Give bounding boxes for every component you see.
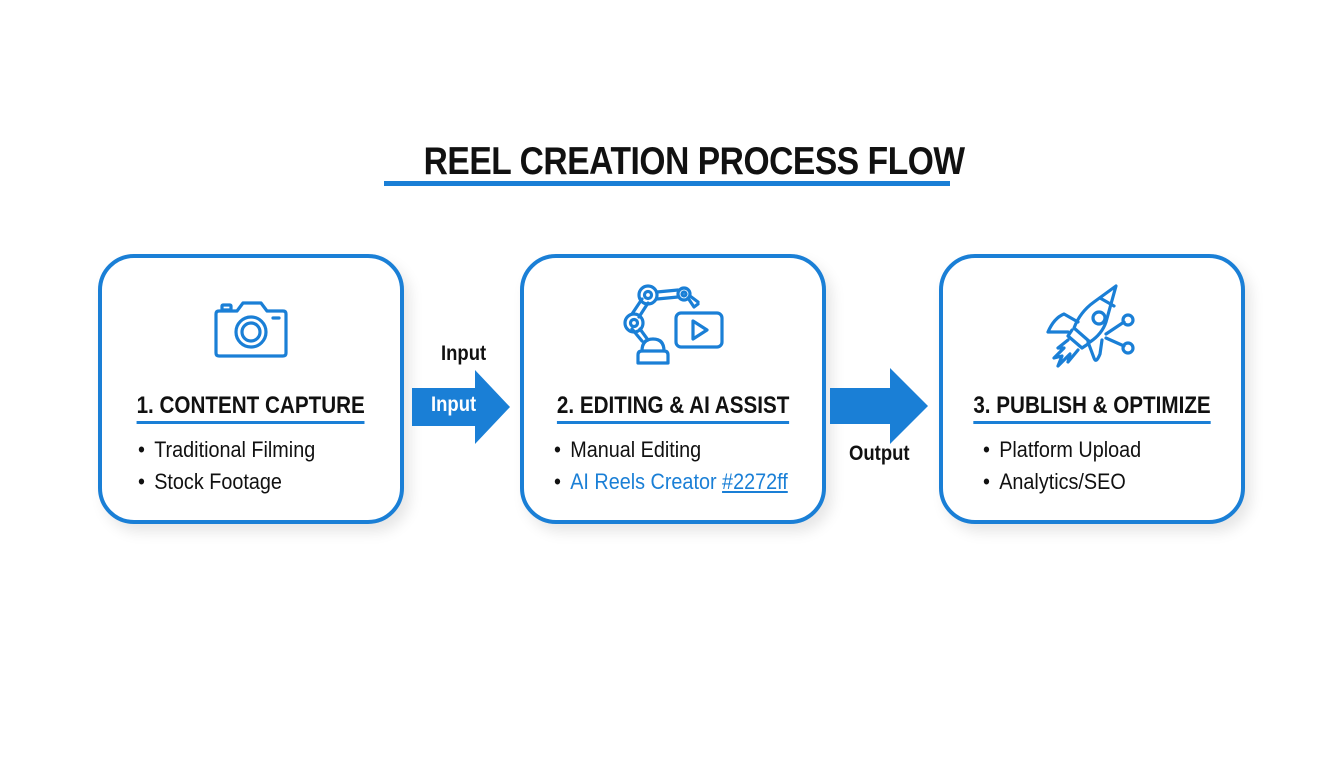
step-heading: 3. PUBLISH & OPTIMIZE (943, 392, 1241, 424)
step-heading-text: 3. PUBLISH & OPTIMIZE (973, 392, 1211, 424)
step-items: • Manual Editing • AI Reels Creator #2272f… (554, 434, 814, 498)
item-text: Traditional Filming (154, 437, 316, 462)
list-item: • AI Reels Creator #2272ff (554, 466, 788, 498)
arrow-right-icon (412, 370, 510, 444)
list-item: • Stock Footage (138, 466, 315, 498)
step-card-publish-optimize: 3. PUBLISH & OPTIMIZE • Platform Upload •… (939, 254, 1245, 524)
bullet-icon: • (138, 437, 145, 462)
list-item: • Analytics/SEO (983, 466, 1141, 498)
connector-1-label-inside: Input (431, 393, 477, 416)
step-heading-text: 2. EDITING & AI ASSIST (556, 392, 790, 424)
bullet-icon: • (138, 469, 145, 494)
rocket-share-icon (943, 282, 1241, 374)
step-items: • Platform Upload • Analytics/SEO (983, 434, 1159, 498)
step-items: • Traditional Filming • Stock Footage (138, 434, 335, 498)
item-text: Platform Upload (999, 437, 1142, 462)
color-code-link[interactable]: #2272ff (722, 469, 788, 494)
item-text: Manual Editing (570, 437, 702, 462)
camera-icon (102, 282, 400, 374)
bullet-icon: • (983, 469, 990, 494)
arrow-right-icon (830, 368, 928, 444)
list-item: • Traditional Filming (138, 434, 315, 466)
diagram-title: REEL CREATION PROCESS FLOW (423, 140, 965, 183)
bullet-icon: • (554, 437, 561, 462)
list-item: • Platform Upload (983, 434, 1141, 466)
step-heading-text: 1. CONTENT CAPTURE (136, 392, 366, 424)
title-underline (384, 181, 950, 186)
item-text: AI Reels Creator (570, 469, 723, 494)
connector-1-label-above: Input (441, 342, 487, 365)
bullet-icon: • (983, 437, 990, 462)
step-heading: 1. CONTENT CAPTURE (102, 392, 400, 424)
bullet-icon: • (554, 469, 561, 494)
list-item: • Manual Editing (554, 434, 788, 466)
item-text: Stock Footage (154, 469, 282, 494)
connector-2-label-below: Output (849, 442, 910, 465)
step-card-content-capture: 1. CONTENT CAPTURE • Traditional Filming … (98, 254, 404, 524)
item-text: Analytics/SEO (999, 469, 1126, 494)
step-card-editing-ai-assist: 2. EDITING & AI ASSIST • Manual Editing •… (520, 254, 826, 524)
step-heading: 2. EDITING & AI ASSIST (524, 392, 822, 424)
robot-arm-video-icon (524, 282, 822, 374)
